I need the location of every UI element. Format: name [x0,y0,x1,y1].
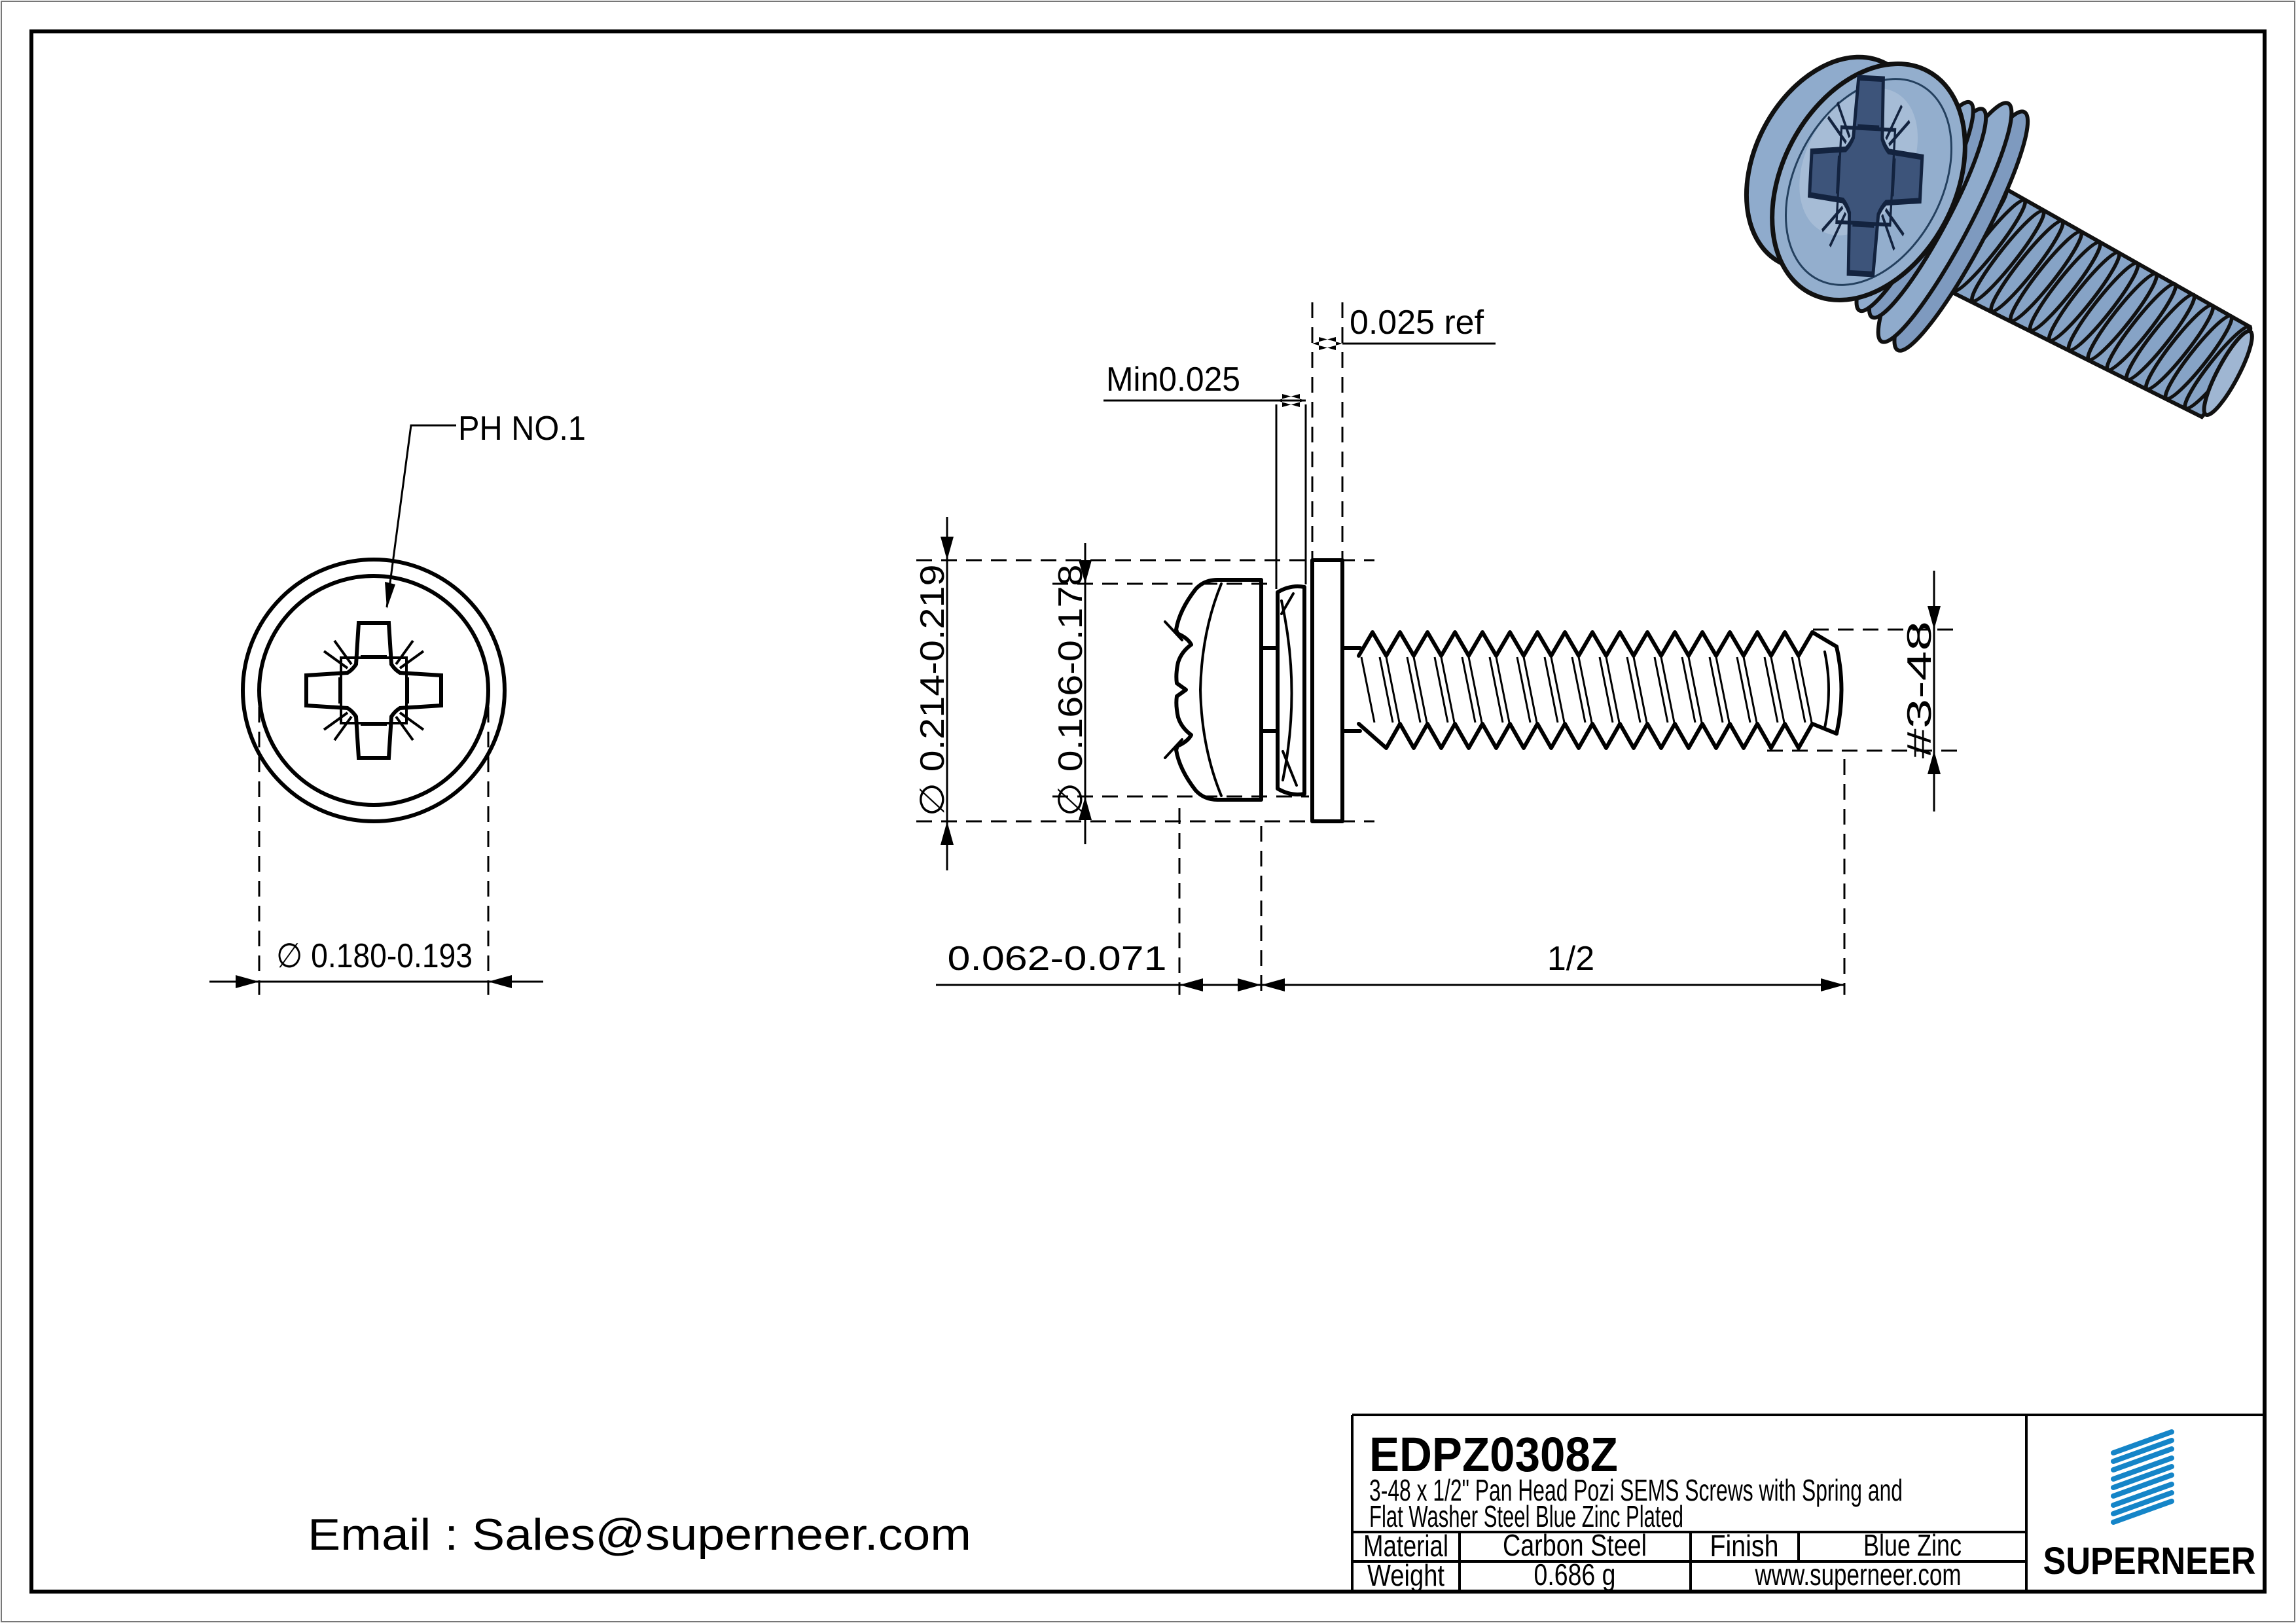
head-outer-circle [241,558,507,823]
material-value: Carbon Steel [1503,1528,1647,1562]
front-view: PH NO.1 ∅ 0.180-0.193 [209,410,586,995]
iso-3d-screw [1744,54,2254,419]
length-dims: 0.062-0.071 1/2 [936,808,1844,995]
spring-od-dim: ∅ 0.166-0.178 [1052,543,1309,844]
description-line2: Flat Washer Steel Blue Zinc Plated [1369,1499,1683,1533]
weight-label: Weight [1367,1558,1444,1592]
drive-label: PH NO.1 [458,410,586,448]
thread-length-dim: 1/2 [1547,940,1594,978]
head-diameter-dim: ∅ 0.180-0.193 [276,937,473,975]
drive-leader-arrow [385,582,395,609]
weight-value: 0.686 g [1534,1558,1616,1592]
washer-od-dim: ∅ 0.214-0.219 [914,517,1374,870]
spring-washer [1276,584,1306,796]
thread-ridges [1931,187,2253,410]
material-label: Material [1363,1529,1448,1563]
threaded-shank [1357,630,1844,750]
email-contact: Email : Sales@superneer.com [308,1510,971,1560]
thread-size-dim: #3-48 [1767,571,1957,995]
website-link[interactable]: www.superneer.com [1755,1558,1962,1592]
screw-tip [2202,329,2254,418]
washer-thickness-dim: 0.025 ref [1311,302,1496,560]
title-block: EDPZ0308Z 3-48 x 1/2" Pan Head Pozi SEMS… [1351,1414,2265,1592]
finish-value: Blue Zinc [1863,1528,1962,1562]
spring-thickness-dim: Min0.025 [1103,361,1307,589]
shank-root-lines [1259,646,1362,733]
side-view: 0.025 ref Min0.025 ∅ 0.214-0.219 ∅ 0.166… [914,302,1957,995]
description-line1: 3-48 x 1/2" Pan Head Pozi SEMS Screws wi… [1369,1473,1903,1507]
svg-text:∅ 0.214-0.219: ∅ 0.214-0.219 [914,565,952,817]
head-height-dim: 0.062-0.071 [948,940,1167,978]
svg-text:∅ 0.166-0.178: ∅ 0.166-0.178 [1052,565,1090,817]
finish-label: Finish [1710,1529,1779,1563]
part-number: EDPZ0308Z [1369,1427,1618,1482]
svg-text:0.025 ref: 0.025 ref [1350,304,1484,342]
svg-text:#3-48: #3-48 [1901,621,1939,758]
brand-name: SUPERNEER [2043,1540,2256,1582]
svg-text:Min0.025: Min0.025 [1106,361,1240,399]
pan-head-profile [1174,578,1263,802]
drive-leader-line [386,424,456,608]
head-inner-arc [1198,582,1223,797]
recess-tick-marks [1164,620,1183,759]
thread-end-face [1835,645,1844,736]
superneer-logo-icon [2111,1429,2174,1525]
border-frame [29,29,2267,1594]
head-inner-circle [257,574,490,807]
